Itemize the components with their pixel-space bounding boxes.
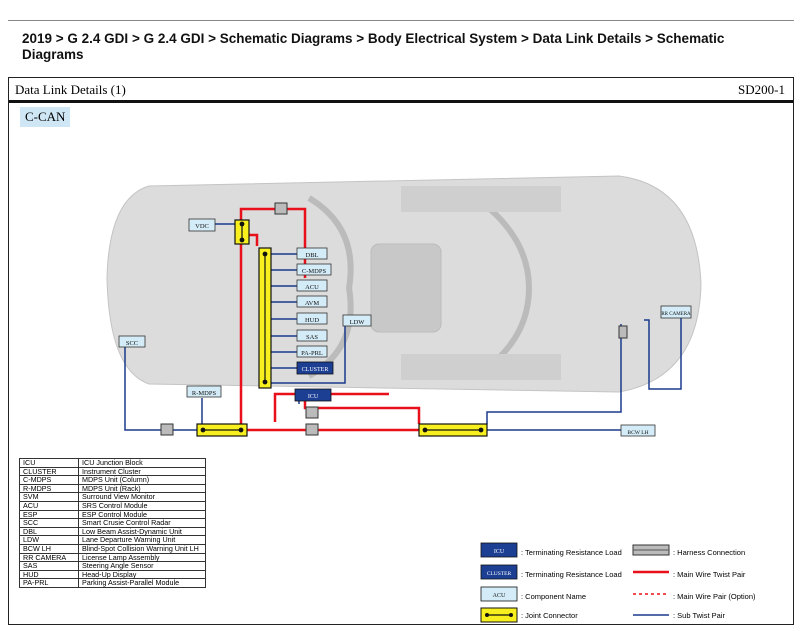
abbreviation-code: C-MDPS xyxy=(19,475,79,485)
cmdps-label: C-MDPS xyxy=(302,268,327,275)
terminating-boxes xyxy=(294,361,334,402)
abbreviation-code: SAS xyxy=(19,561,79,571)
key-terminating-1: : Terminating Resistance Load xyxy=(521,548,622,557)
network-label: C-CAN xyxy=(20,107,71,127)
key-legend: ICU CLUSTER ACU xyxy=(480,542,670,623)
vdc-box xyxy=(188,218,216,232)
abbreviation-description: SRS Control Module xyxy=(78,500,206,511)
diagram-header: Data Link Details (1) SD200-1 xyxy=(9,78,793,103)
bcwlh-box xyxy=(620,424,656,437)
key-sample-icu: ICU xyxy=(494,549,505,555)
ldw-label: LDW xyxy=(350,319,366,326)
abbreviation-code: ACU xyxy=(19,500,79,511)
key-joint-connector: : Joint Connector xyxy=(521,611,578,620)
key-main-option: : Main Wire Pair (Option) xyxy=(673,592,756,601)
avm-label: AVM xyxy=(305,300,320,307)
abbreviation-code: PA-PRL xyxy=(19,578,79,588)
key-harness-connection: : Harness Connection xyxy=(673,548,746,557)
ldw-box xyxy=(342,314,372,327)
scc-box xyxy=(118,335,146,348)
icu-box xyxy=(294,388,332,402)
dbl-box xyxy=(296,247,328,260)
component-boxes xyxy=(118,218,692,437)
sas-box xyxy=(296,329,328,342)
key-terminating-swatch-1 xyxy=(480,542,518,558)
key-terminating-swatch-2 xyxy=(480,564,518,580)
acu-box xyxy=(296,279,328,292)
key-main-twist: : Main Wire Twist Pair xyxy=(673,570,746,579)
dbl-label: DBL xyxy=(306,252,319,259)
abbreviation-code: SCC xyxy=(19,518,79,528)
abbreviation-description: Parking Assist-Parallel Module xyxy=(78,578,206,588)
key-sample-cluster: CLUSTER xyxy=(487,571,512,577)
diagram-code: SD200-1 xyxy=(738,82,785,97)
schematic-canvas: VDC DBL C-MDPS ACU AVM HUD SAS PA-PRL LD… xyxy=(106,175,702,623)
diagram-title: Data Link Details (1) xyxy=(15,82,126,97)
abbreviation-description: Blind-Spot Collision Warning Unit LH xyxy=(78,543,206,554)
rmdps-box xyxy=(186,385,222,398)
main-wire-twist-pair xyxy=(239,207,419,432)
abbreviation-description: MDPS Unit (Column) xyxy=(78,475,206,485)
rrcamera-label: RR CAMERA xyxy=(661,312,691,317)
abbreviation-description: Smart Crusie Control Radar xyxy=(78,518,206,528)
breadcrumb: 2019 > G 2.4 GDI > G 2.4 GDI > Schematic… xyxy=(22,31,725,62)
avm-box xyxy=(296,295,328,308)
vdc-label: VDC xyxy=(195,223,209,230)
cmdps-box xyxy=(296,263,332,276)
key-sub-twist: : Sub Twist Pair xyxy=(673,611,725,620)
abbreviation-description: ICU Junction Block xyxy=(78,458,206,468)
key-component-name: : Component Name xyxy=(521,592,587,601)
diagram-frame: Data Link Details (1) SD200-1 C-CAN xyxy=(8,77,794,625)
hud-label: HUD xyxy=(305,317,319,324)
abbreviation-code: ICU xyxy=(19,458,79,468)
rrcamera-box xyxy=(660,305,692,319)
car-silhouette xyxy=(106,175,702,393)
key-sample-acu: ACU xyxy=(493,593,506,599)
paprl-label: PA-PRL xyxy=(301,350,323,357)
icu-label: ICU xyxy=(308,394,319,400)
rmdps-label: R-MDPS xyxy=(192,390,217,397)
key-terminating-2: : Terminating Resistance Load xyxy=(521,570,622,579)
joint-connector-dots xyxy=(200,221,484,433)
paprl-box xyxy=(296,345,328,358)
top-divider xyxy=(8,20,794,21)
harness-connection xyxy=(160,202,628,436)
component-labels: VDC DBL C-MDPS ACU AVM HUD SAS PA-PRL LD… xyxy=(126,223,691,436)
hud-box xyxy=(296,312,328,325)
bcwlh-label: BCW LH xyxy=(627,430,648,436)
scc-label: SCC xyxy=(126,340,138,347)
acu-label: ACU xyxy=(305,284,319,291)
cluster-box xyxy=(296,361,334,375)
key-component-swatch xyxy=(480,586,518,602)
abbreviation-code: BCW LH xyxy=(19,543,79,554)
cluster-label: CLUSTER xyxy=(302,367,329,373)
sas-label: SAS xyxy=(306,334,318,341)
abbreviation-description: Steering Angle Sensor xyxy=(78,561,206,571)
